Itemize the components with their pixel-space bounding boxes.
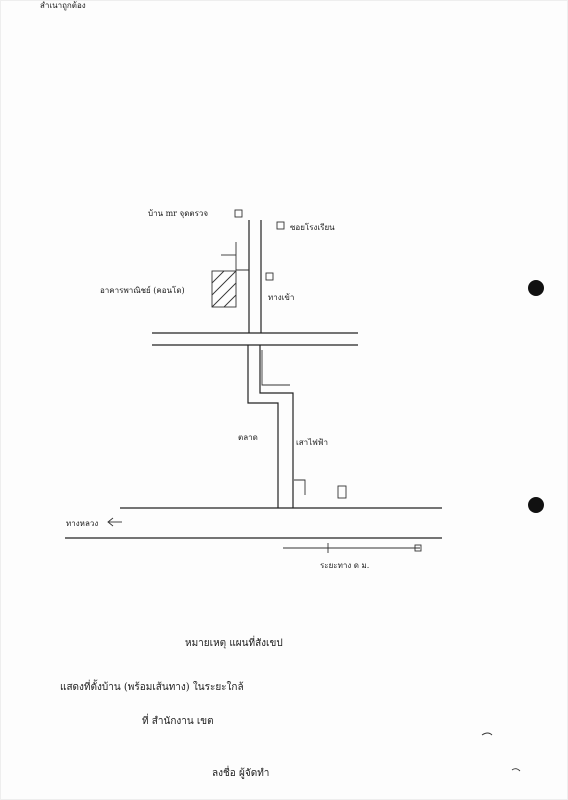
punch-hole-bottom: [528, 497, 544, 513]
label-left-arrow: ทางหลวง: [66, 519, 98, 528]
note-line-3: ที่ สำนักงาน เขต: [142, 713, 214, 727]
hatched-building: [211, 270, 237, 308]
note-line-1: หมายเหตุ แผนที่สังเขป: [185, 635, 283, 649]
label-building-left: อาคารพาณิชย์ (คอนโด): [100, 285, 185, 295]
label-bottom: ระยะทาง ด ม.: [320, 561, 369, 570]
label-road-sign-1: ทางเข้า: [268, 293, 294, 302]
label-top-left: บ้าน mr จุดตรวจ: [148, 209, 208, 218]
lower-road-right: [259, 345, 294, 508]
label-road-sign-3: ตลาด: [238, 433, 258, 442]
label-road-sign-2: เสาไฟฟ้า: [296, 438, 328, 447]
note-line-2: แสดงที่ตั้งบ้าน (พร้อมเส้นทาง) ในระยะใกล…: [60, 679, 244, 693]
header-text: สำเนาถูกต้อง: [40, 1, 86, 11]
punch-hole-top: [528, 280, 544, 296]
lower-road-left: [247, 345, 279, 508]
label-top-right: ซอยโรงเรียน: [290, 222, 335, 232]
note-line-4: ลงชื่อ ผู้จัดทำ: [212, 765, 269, 779]
